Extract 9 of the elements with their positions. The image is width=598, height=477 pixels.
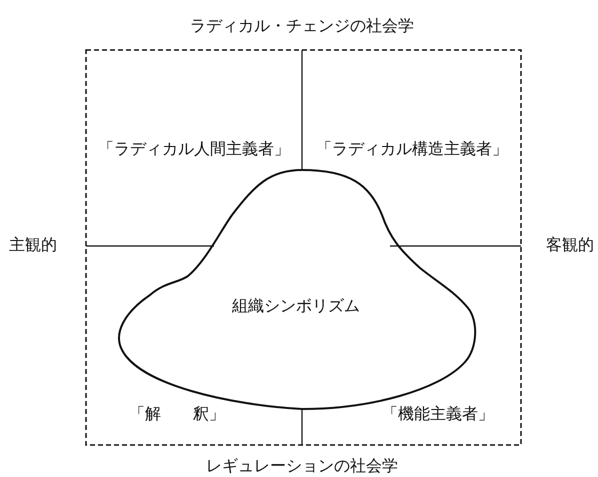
axis-end-label: レギュレーションの社会学: [206, 456, 398, 476]
quadrant-label: 「解 釈」: [129, 404, 225, 424]
quadrant-label: 「機能主義者」: [382, 404, 494, 424]
axis-end-label: 主観的: [9, 235, 57, 255]
axis-end-label: 客観的: [546, 235, 594, 255]
quadrant-label: 「ラディカル構造主義者」: [316, 139, 508, 159]
axis-end-label: ラディカル・チェンジの社会学: [190, 16, 414, 36]
shape-label: 組織シンボリズム: [231, 296, 361, 316]
quadrant-label: 「ラディカル人間主義者」: [98, 139, 290, 159]
